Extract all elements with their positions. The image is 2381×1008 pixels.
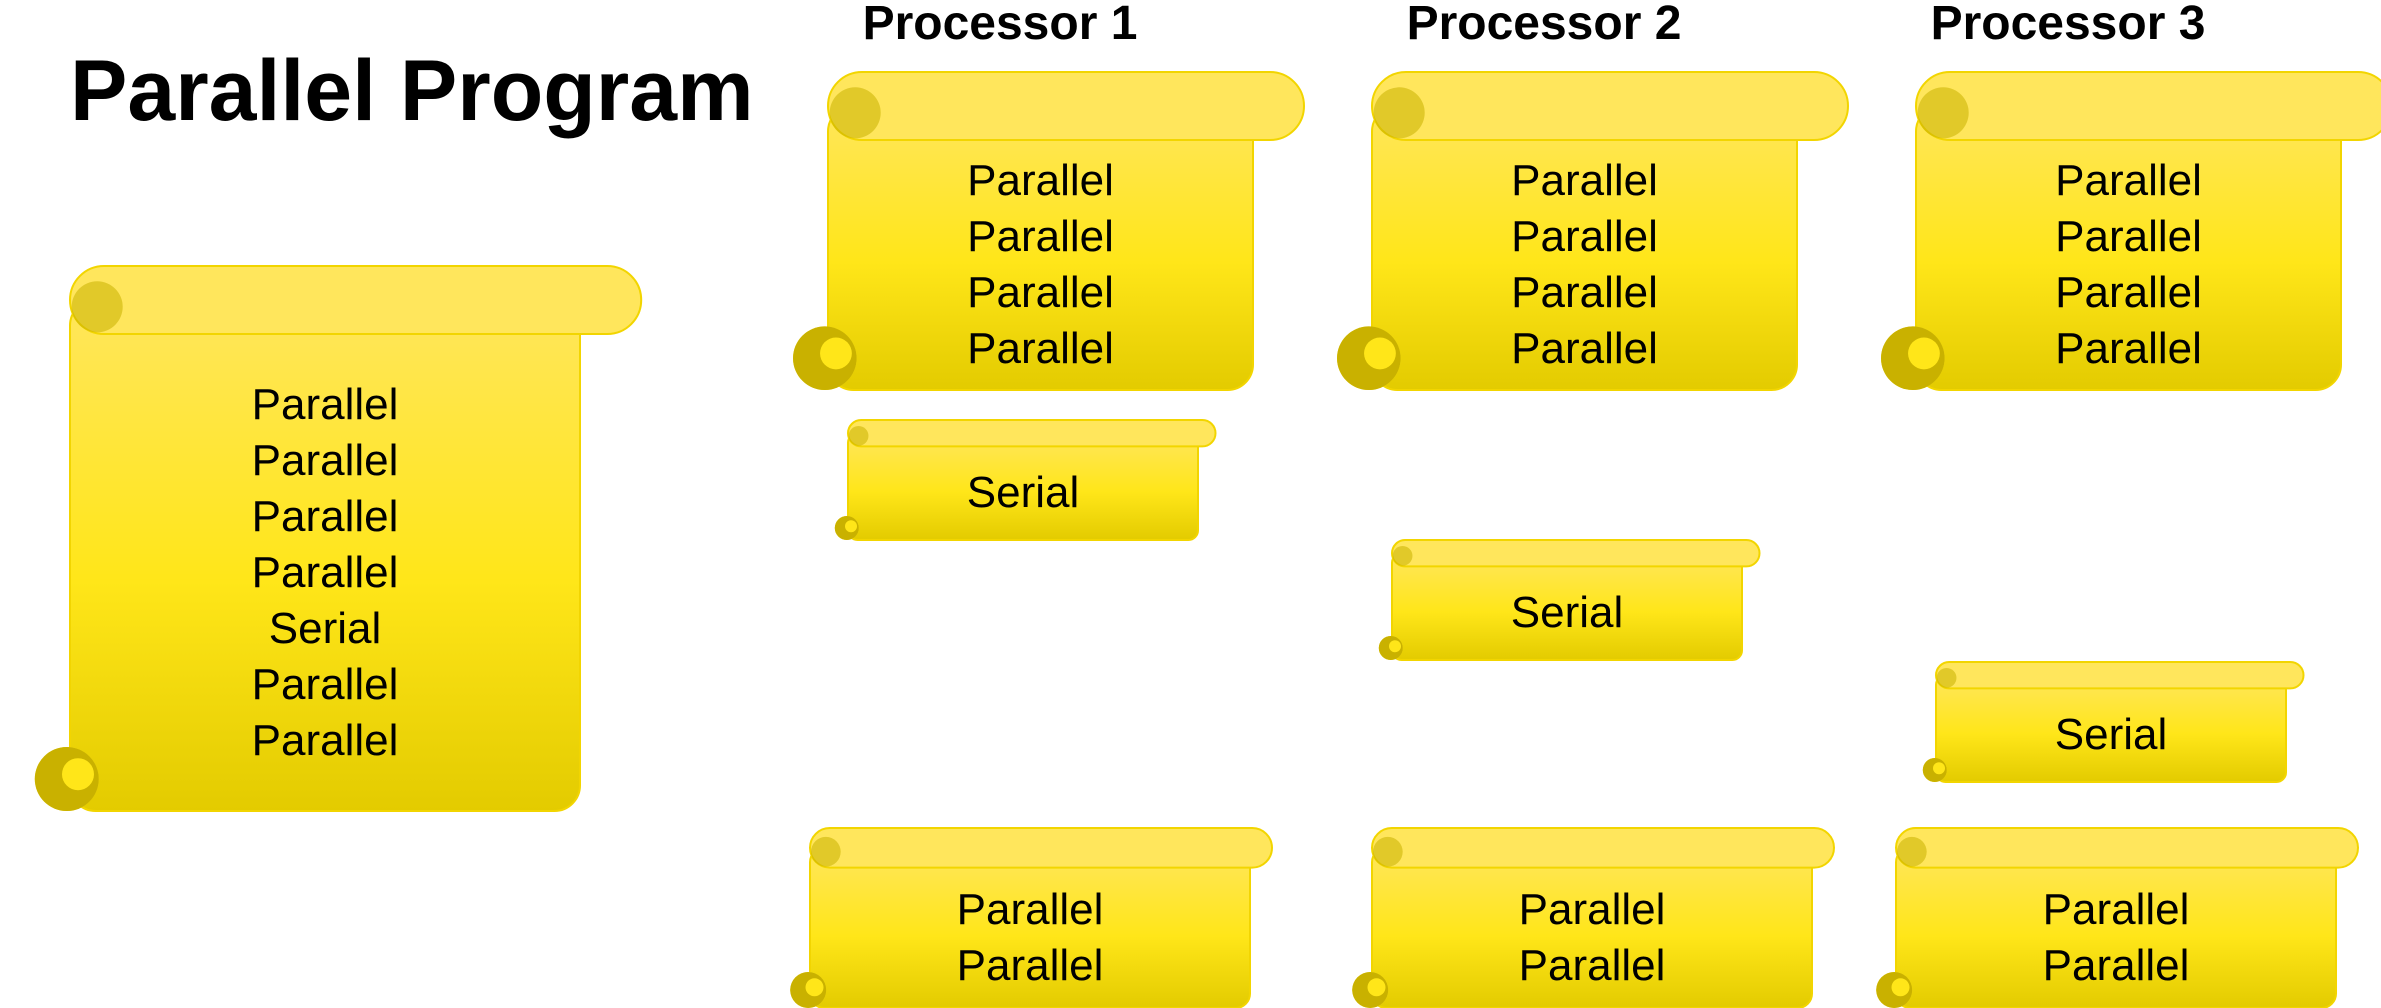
processor-3-serial-text: Serial (1936, 707, 2286, 763)
scroll-line: Parallel (251, 547, 399, 597)
scroll-line: Parallel (967, 212, 1114, 261)
scroll-line: Parallel (1511, 212, 1658, 261)
scroll-line: Parallel (956, 940, 1104, 990)
scroll-line: Serial (2054, 710, 2168, 760)
scroll-line: Serial (966, 468, 1080, 518)
processor-2-label: Processor 2 (1406, 0, 1682, 50)
processor-3-label: Processor 3 (1930, 0, 2206, 50)
scroll-line: Parallel (2042, 940, 2190, 990)
scroll-line: Parallel (967, 156, 1114, 205)
scroll-line: Parallel (1518, 940, 1666, 990)
scroll-line: Parallel (1511, 324, 1658, 373)
scroll-line: Parallel (2055, 324, 2202, 373)
scroll-line: Parallel (251, 491, 399, 541)
scroll-line: Parallel (956, 884, 1104, 934)
scroll-line: Parallel (251, 715, 399, 765)
scroll-line: Parallel (967, 268, 1114, 317)
scroll-line: Parallel (967, 324, 1114, 373)
scroll-line: Parallel (2055, 156, 2202, 205)
scroll-line: Parallel (251, 379, 399, 429)
processor-2-serial-text: Serial (1392, 585, 1742, 641)
scroll-line: Parallel (1511, 156, 1658, 205)
scroll-line: Parallel (1511, 268, 1658, 317)
scroll-line: Parallel (2042, 884, 2190, 934)
scroll-line: Parallel (1518, 884, 1666, 934)
processor-1-serial-text: Serial (848, 465, 1198, 521)
scroll-line: Parallel (251, 435, 399, 485)
processor-1-label: Processor 1 (862, 0, 1138, 50)
scroll-line: Parallel (251, 659, 399, 709)
scroll-line: Parallel (2055, 212, 2202, 261)
scroll-line: Serial (1510, 588, 1624, 638)
scroll-line: Serial (268, 603, 382, 653)
scroll-line: Parallel (2055, 268, 2202, 317)
